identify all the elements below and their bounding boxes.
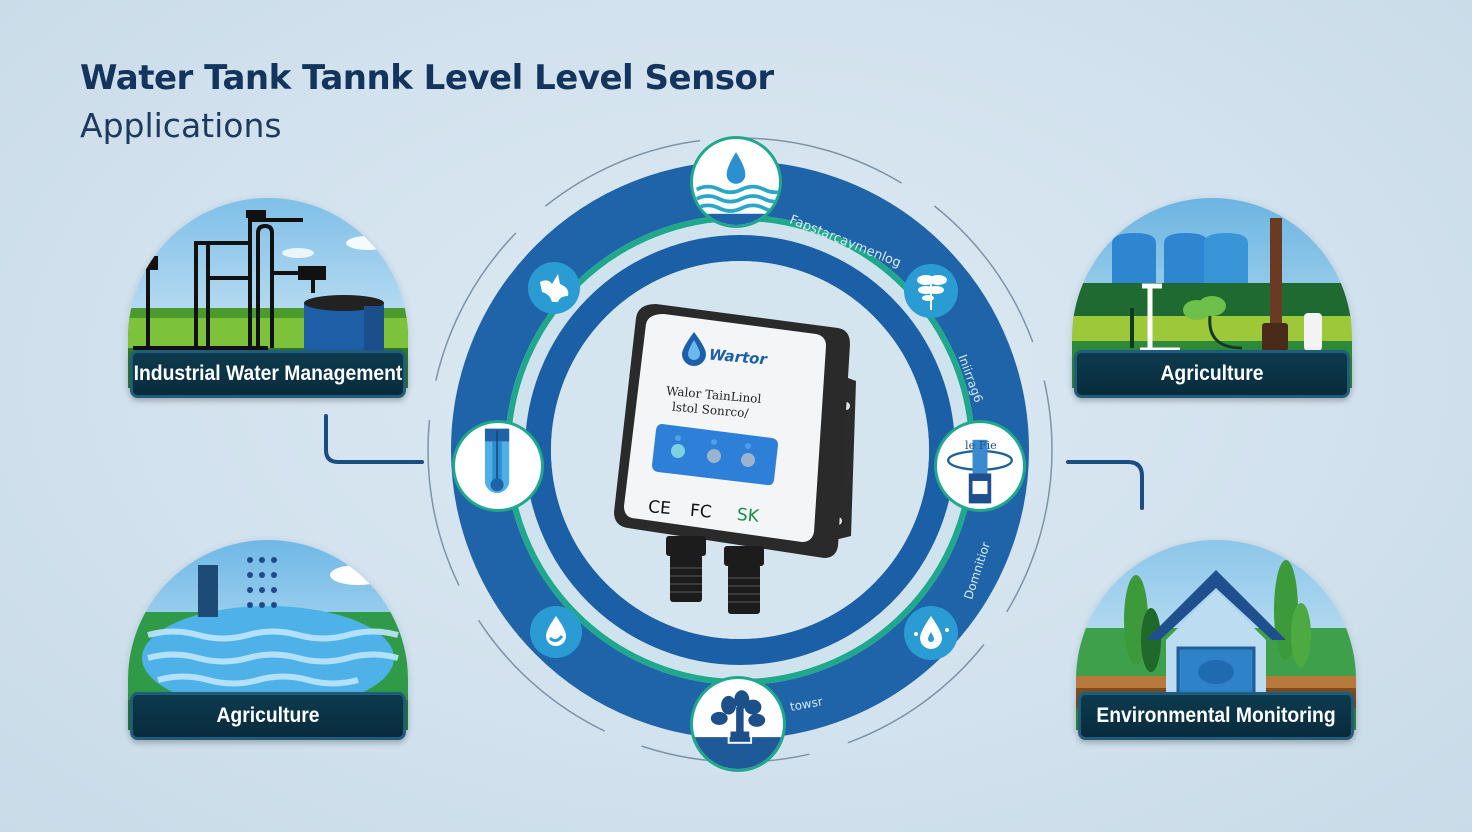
svg-text:le Fie: le Fie — [965, 439, 997, 452]
water-level-sensor-device[interactable]: Wartor Walor TainLinol lstol Sonrco/ CE … — [606, 296, 856, 616]
card-environmental-monitoring[interactable]: Environmental Monitoring — [1066, 540, 1366, 750]
tank-probe-icon[interactable] — [452, 420, 544, 512]
fcc-mark: FC — [689, 500, 713, 523]
leaf-splash-icon[interactable] — [528, 262, 580, 314]
water-waves-icon[interactable] — [690, 136, 782, 228]
card-agriculture-top[interactable]: Agriculture — [1062, 198, 1362, 408]
card-label: Environmental Monitoring — [1078, 692, 1354, 740]
card-agriculture-bottom[interactable]: Agriculture — [118, 540, 418, 750]
tree-icon[interactable] — [690, 676, 786, 772]
green-cert-mark: SK — [736, 504, 760, 527]
float-sensor-icon[interactable]: le Fie — [934, 420, 1026, 512]
card-label: Agriculture — [1074, 350, 1350, 398]
page-subtitle: Applications — [80, 106, 282, 145]
card-industrial-water-management[interactable]: Industrial Water Management — [118, 198, 418, 408]
ce-mark: CE — [647, 497, 672, 520]
water-drop-splash-icon[interactable] — [904, 606, 958, 660]
card-label: Agriculture — [130, 692, 406, 740]
connector-right — [1066, 460, 1144, 510]
water-drop-icon[interactable] — [530, 606, 582, 658]
card-label: Industrial Water Management — [130, 350, 406, 398]
page-title: Water Tank Tannk Level Level Sensor — [80, 58, 774, 98]
plant-leaf-icon[interactable] — [904, 264, 958, 318]
connector-left — [324, 414, 424, 464]
